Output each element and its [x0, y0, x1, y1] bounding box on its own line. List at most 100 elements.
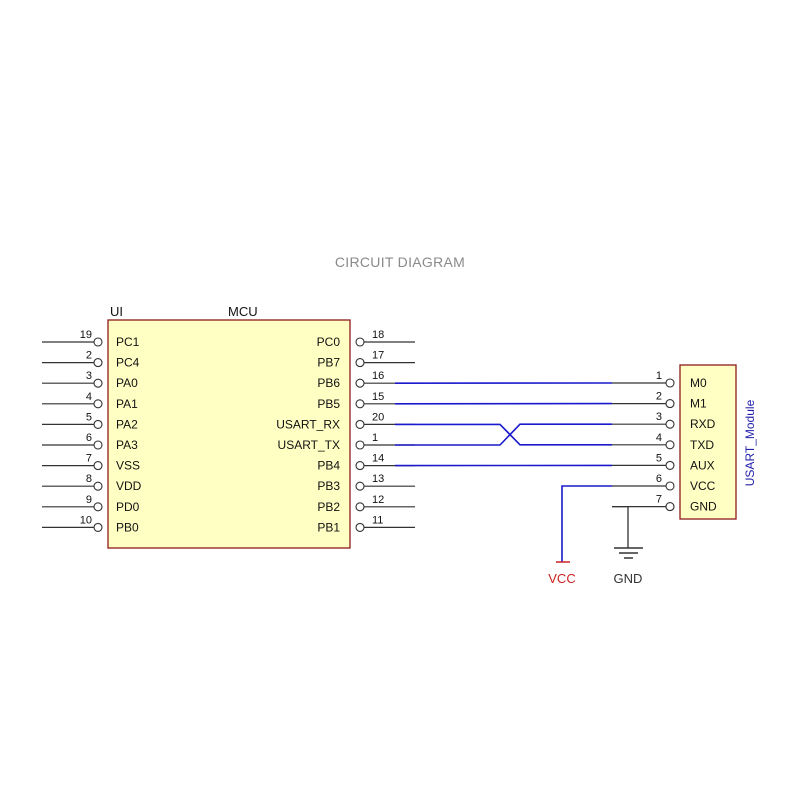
mcu-right-pin-number: 20: [372, 411, 384, 423]
wire-vcc: [561, 485, 612, 562]
wires: [394, 382, 629, 562]
mcu-right-pin-number: 15: [372, 391, 384, 403]
mcu-right-pin-dot: [355, 440, 365, 450]
mcu-right-pin-label: USART_RX: [276, 417, 340, 431]
mcu-right-pin-dot: [355, 399, 365, 409]
module-pin-number: 3: [656, 411, 662, 423]
mcu-right-pin-number: 18: [372, 329, 384, 341]
mcu-right-pin-number: 1: [372, 432, 378, 444]
mcu-left-pin-number: 10: [80, 514, 92, 526]
gnd-label: GND: [614, 571, 643, 586]
mcu-right-pin-number: 11: [372, 514, 383, 526]
mcu-right-pin-dot: [355, 337, 365, 347]
mcu-left-pin-label: PC1: [116, 335, 140, 349]
module-pin-dot: [665, 460, 675, 470]
module-pin-label: VCC: [690, 479, 716, 493]
mcu-left-pin-number: 6: [86, 432, 92, 444]
mcu-right-pin-dot: [355, 378, 365, 388]
module-pin-label: TXD: [690, 438, 714, 452]
mcu-left-pin-dot: [93, 481, 103, 491]
module-pin-number: 7: [656, 494, 662, 506]
module-pin-dot: [665, 502, 675, 512]
module-pin-label: GND: [690, 500, 717, 514]
mcu-right-pin-dot: [355, 419, 365, 429]
mcu-left-pin-dot: [93, 522, 103, 532]
mcu-left-pin-dot: [93, 502, 103, 512]
mcu-left-pin-label: PA3: [116, 438, 138, 452]
module-pin-dot: [665, 440, 675, 450]
mcu-right-pin-label: PB1: [317, 520, 340, 534]
module-pin-dot: [665, 481, 675, 491]
mcu-left-pin-dot: [93, 378, 103, 388]
usart-module-name: USART_Module: [743, 399, 757, 486]
mcu-left-pin-dot: [93, 399, 103, 409]
mcu-right-pin-label: PB6: [317, 376, 340, 390]
mcu-left-pin-label: PA2: [116, 417, 138, 431]
module-pin-number: 4: [656, 432, 662, 444]
mcu-left-pin-dot: [93, 358, 103, 368]
mcu-left-pin-label: PD0: [116, 500, 140, 514]
mcu-left-pin-label: PB0: [116, 520, 139, 534]
mcu-left-pin-dot: [93, 440, 103, 450]
mcu-left-pin-number: 5: [86, 411, 92, 423]
mcu-right-pin-dot: [355, 481, 365, 491]
mcu-right-pin-label: PB2: [317, 500, 340, 514]
mcu-left-pin-number: 2: [86, 350, 92, 362]
module-pin-number: 1: [656, 370, 662, 382]
mcu-name: MCU: [228, 304, 258, 319]
mcu-right-pin-number: 12: [372, 494, 384, 506]
mcu-right-pin-number: 17: [372, 350, 384, 362]
mcu-left-pin-label: VDD: [116, 479, 142, 493]
mcu-left-pin-number: 7: [86, 453, 92, 465]
module-pin-label: RXD: [690, 417, 716, 431]
module-pin-label: M1: [690, 397, 707, 411]
vcc-label: VCC: [548, 571, 575, 586]
mcu-right-pin-label: PB5: [317, 397, 340, 411]
mcu-right-pin-dot: [355, 461, 365, 471]
mcu-left-pin-label: PC4: [116, 356, 140, 370]
mcu-left-pin-dot: [93, 337, 103, 347]
mcu-left-pin-dot: [93, 461, 103, 471]
mcu-right-pin-number: 14: [372, 453, 384, 465]
ground-symbol: GND: [614, 547, 643, 586]
module-pin-number: 5: [656, 452, 662, 464]
module-pin-dot: [665, 419, 675, 429]
mcu-right-pin-label: PC0: [317, 335, 341, 349]
wire-tx-to-rxd: [395, 423, 612, 446]
module-pin-dot: [665, 399, 675, 409]
mcu-left-pin-label: PA1: [116, 397, 138, 411]
usart-module-body: [679, 364, 737, 520]
module-pin-number: 2: [656, 391, 662, 403]
module-pin-dot: [665, 378, 675, 388]
diagram-title: CIRCUIT DIAGRAM: [335, 254, 465, 270]
mcu-ref: UI: [110, 304, 123, 319]
mcu-right-pin-label: PB3: [317, 479, 340, 493]
mcu-left-pin-label: VSS: [116, 459, 140, 473]
mcu-right-pin-number: 16: [372, 370, 384, 382]
mcu-right-pin-dot: [355, 522, 365, 532]
mcu-body: [107, 319, 351, 549]
mcu-right-pin-number: 13: [372, 473, 384, 485]
module-pin-number: 6: [656, 473, 662, 485]
mcu-left-pin-number: 9: [86, 494, 92, 506]
module-pin-label: M0: [690, 376, 707, 390]
mcu-left-pin-number: 4: [86, 391, 92, 403]
mcu-right-pin-dot: [355, 502, 365, 512]
vcc-symbol: VCC: [548, 561, 576, 586]
mcu-left-pin-label: PA0: [116, 376, 138, 390]
wire-gnd: [612, 505, 629, 548]
mcu-left-pin-number: 3: [86, 370, 92, 382]
module-pin-label: AUX: [690, 458, 715, 472]
mcu-left-pin-number: 8: [86, 473, 92, 485]
mcu-right-pin-label: PB7: [317, 356, 340, 370]
mcu-left-pin-dot: [93, 419, 103, 429]
mcu-right-pin-dot: [355, 358, 365, 368]
mcu-right-pin-label: USART_TX: [278, 438, 340, 452]
mcu-left-pin-number: 19: [80, 329, 92, 341]
mcu-right-pin-label: PB4: [317, 459, 340, 473]
